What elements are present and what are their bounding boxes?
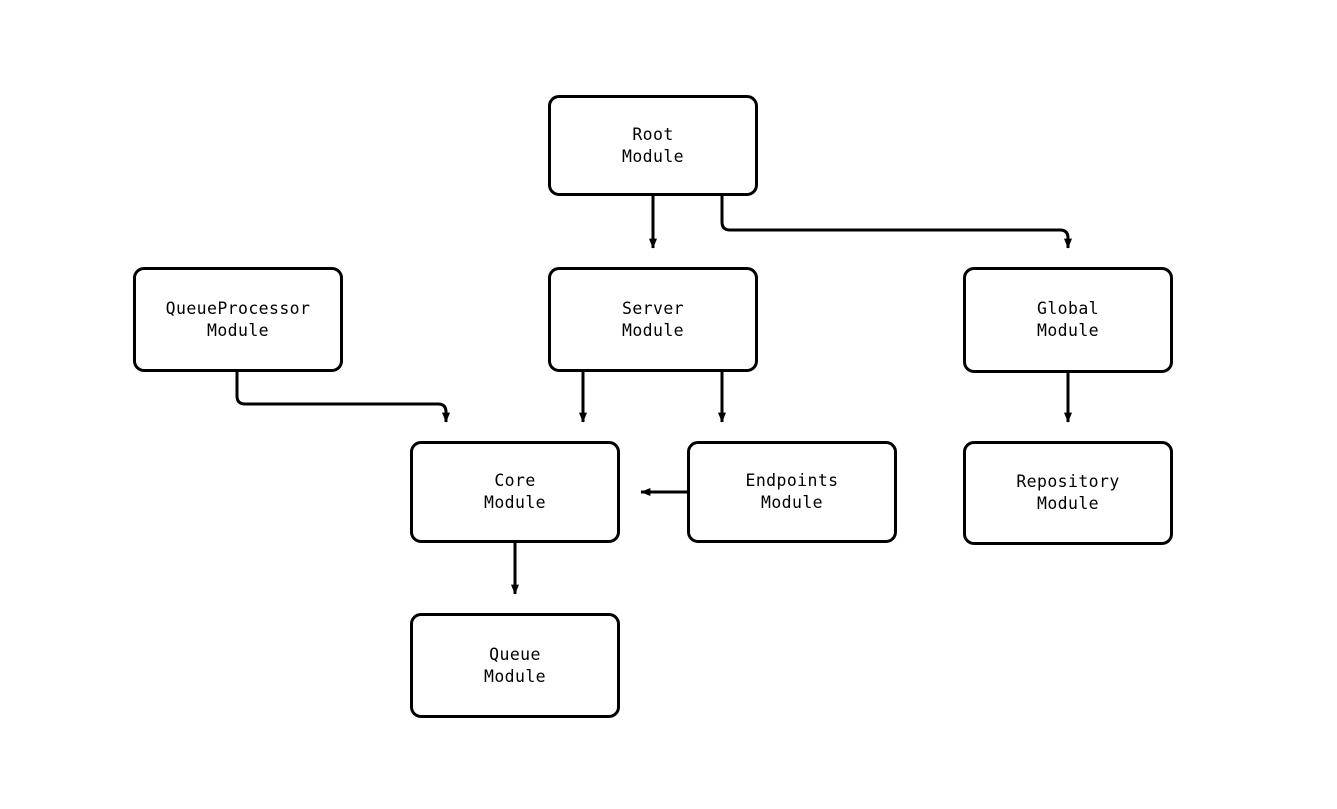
node-repository[interactable]: Repository Module bbox=[963, 441, 1173, 545]
node-core-label: Core Module bbox=[483, 471, 546, 512]
node-endpoints-label: Endpoints Module bbox=[745, 471, 839, 512]
node-queueprocessor-label: QueueProcessor Module bbox=[165, 298, 311, 340]
edge-queueprocessor-to-core bbox=[235, 372, 450, 423]
node-root-label: Root Module bbox=[621, 124, 684, 166]
node-queue-label: Queue Module bbox=[483, 644, 546, 686]
node-global-label: Global Module bbox=[1036, 299, 1099, 340]
node-repository-label: Repository Module bbox=[1016, 472, 1120, 513]
node-core[interactable]: Core Module bbox=[410, 441, 620, 543]
node-root[interactable]: Root Module bbox=[548, 95, 758, 196]
node-queue[interactable]: Queue Module bbox=[410, 613, 620, 718]
node-server[interactable]: Server Module bbox=[548, 267, 758, 372]
node-endpoints[interactable]: Endpoints Module bbox=[687, 441, 897, 543]
node-server-label: Server Module bbox=[621, 298, 684, 340]
node-global[interactable]: Global Module bbox=[963, 267, 1173, 373]
edge-root-to-global bbox=[720, 196, 1072, 249]
node-queueprocessor[interactable]: QueueProcessor Module bbox=[133, 267, 343, 372]
